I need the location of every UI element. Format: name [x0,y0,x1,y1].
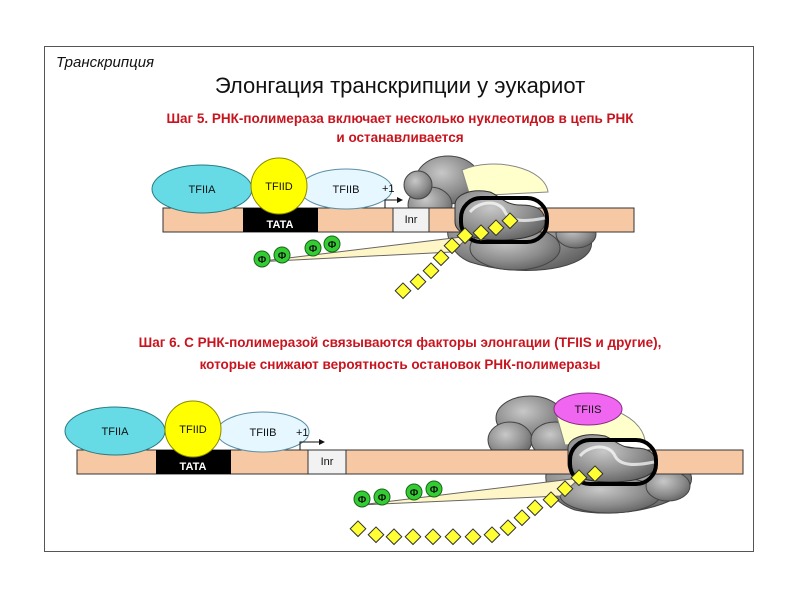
rna-nucleotide [501,212,519,230]
rna-nucleotide [542,491,560,509]
active-site-ring-2 [568,438,658,486]
phosphate-circle [273,246,291,264]
tfiid-protein-2 [164,400,222,458]
inr-label-2: Inr [321,456,334,468]
active-site-ring-1 [459,196,549,244]
tata-label-2: TATA [180,461,207,473]
rna-nucleotide [432,249,450,267]
tfiid-protein-1 [250,157,308,215]
start-arrow-2 [299,439,325,450]
phosphate-label: Ф [358,495,367,506]
phosphate-label: Ф [309,244,318,255]
phosphate-label: Ф [430,485,439,496]
page-title: Элонгация транскрипции у эукариот [214,73,586,98]
phosphate-group-1: Ф Ф Ф Ф [253,235,341,268]
step5-caption-line2: и останавливается [336,130,464,145]
step5-caption-line1: Шаг 5. РНК-полимераза включает несколько… [166,111,634,126]
phosphate-label: Ф [278,251,287,262]
phosphate-circle [373,488,391,506]
step6-caption-line1: Шаг 6. С РНК-полимеразой связываются фак… [138,335,662,350]
rna-nucleotide [394,282,412,300]
step5-diagram: TATA Inr Ф Ф Ф Ф [151,155,635,300]
rna-nucleotide [422,262,440,280]
rna-nucleotide [444,528,462,546]
tfiia-label-1: TFIIA [189,184,217,196]
inr-box-1 [392,207,430,233]
tfiia-label-2: TFIIA [102,426,130,438]
tfiib-label-1: TFIIB [333,184,360,196]
phosphate-circle [253,250,271,268]
phosphate-circle [353,490,371,508]
rna-nucleotide [483,526,501,544]
rna-nucleotide [367,526,385,544]
rna-nucleotide [472,224,490,242]
inr-box-2 [307,449,347,475]
phosphate-label: Ф [258,255,267,266]
rna-nucleotide [499,519,517,537]
tata-label-1: TATA [267,219,294,231]
rna-nucleotide [409,273,427,291]
phosphate-label: Ф [378,493,387,504]
rna-nucleotides-1 [394,212,519,300]
rna-nucleotide [443,237,461,255]
rna-tail-1 [254,235,472,263]
rna-nucleotide [556,480,574,498]
tfiis-label: TFIIS [575,404,602,416]
phosphate-circle [304,239,322,257]
phosphate-label: Ф [410,488,419,499]
start-site-label-1: +1 [382,183,395,195]
rna-nucleotide [456,227,474,245]
rna-nucleotide [487,219,505,237]
rna-nucleotides-2 [349,465,604,546]
rna-nucleotide [424,528,442,546]
rna-nucleotide [526,499,544,517]
topic-label: Транскрипция [56,54,155,71]
rna-nucleotide [404,528,422,546]
tfiid-label-2: TFIID [179,424,207,436]
phosphate-group-2: Ф Ф Ф Ф [353,480,443,508]
rna-nucleotide [464,528,482,546]
rna-nucleotide [349,520,367,538]
tfiis-protein [553,392,623,426]
tfiib-label-2: TFIIB [250,427,277,439]
tfiid-label-1: TFIID [265,181,293,193]
step6-caption-line2: которые снижают вероятность остановок РН… [199,357,601,372]
phosphate-circle [323,235,341,253]
start-site-label-2: +1 [296,427,309,439]
phosphate-label: Ф [328,240,337,251]
phosphate-circle [405,483,423,501]
rna-nucleotide [570,469,588,487]
rna-nucleotide [513,509,531,527]
phosphate-circle [425,480,443,498]
inr-label-1: Inr [405,214,418,226]
step6-diagram: TFIIS TATA Inr [64,392,744,546]
rna-nucleotide [586,465,604,483]
rna-nucleotide [385,528,403,546]
start-arrow-1 [384,197,403,208]
